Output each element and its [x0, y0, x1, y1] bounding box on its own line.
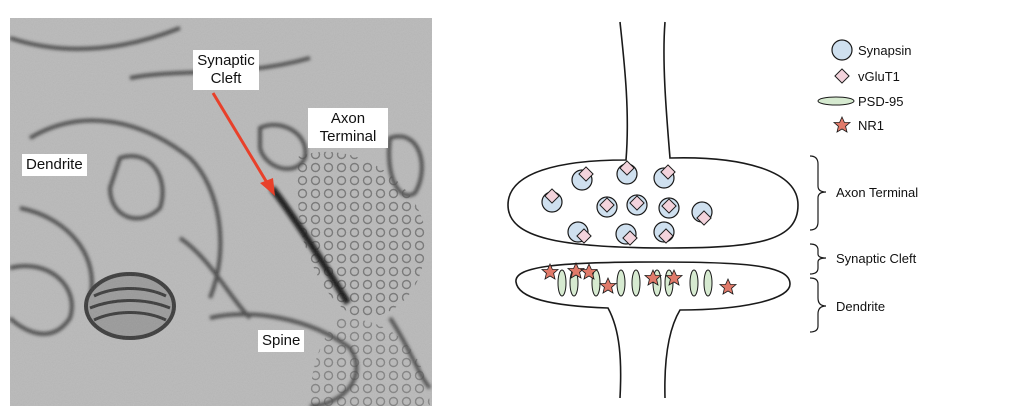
- diamond-icon: [834, 68, 850, 84]
- star-icon: [833, 116, 851, 133]
- vglut1-diamond: [619, 160, 635, 176]
- synapsin-vglut1-complex: [567, 221, 592, 244]
- synapsin-vglut1-complex: [653, 221, 675, 244]
- cleft-arrow: [211, 92, 275, 196]
- psd95-ellipse: [689, 269, 699, 297]
- synapsin-vglut1-complex: [691, 201, 713, 226]
- synapsin-vglut1-complex: [653, 164, 676, 189]
- synapsin-vglut1-complex: [571, 166, 594, 191]
- bracket-synaptic-cleft: [809, 243, 827, 275]
- synapsin-vglut1-complexes: [541, 160, 713, 246]
- nr1-star: [719, 278, 737, 295]
- legend-label-vglut1: vGluT1: [858, 69, 900, 84]
- region-label-axon-terminal: Axon Terminal: [836, 185, 918, 200]
- label-synaptic-cleft: Synaptic Cleft: [193, 50, 259, 90]
- vglut1-diamond: [696, 210, 712, 226]
- label-line: Synaptic: [197, 52, 255, 69]
- region-brackets: [809, 155, 827, 333]
- synapse-schematic: Axon Terminal Synaptic Cleft Dendrite Sy…: [507, 21, 918, 399]
- arrowhead-icon: [260, 178, 275, 196]
- ellipse-icon: [817, 96, 855, 106]
- vglut1-diamond: [658, 228, 674, 244]
- synapsin-vglut1-complex: [615, 223, 638, 246]
- arrow-line: [211, 92, 271, 187]
- vglut1-diamond: [544, 188, 560, 204]
- vglut1-diamond: [661, 198, 677, 214]
- vglut1-diamond: [629, 195, 645, 211]
- label-line: Axon: [330, 110, 366, 127]
- legend-label-synapsin: Synapsin: [858, 43, 911, 58]
- label-line: Terminal: [319, 128, 377, 145]
- legend: Synapsin vGluT1 PSD-95 NR1: [817, 39, 911, 133]
- label-spine: Spine: [258, 330, 305, 352]
- legend-label-nr1: NR1: [858, 118, 884, 133]
- axon-outline: [507, 21, 799, 249]
- electron-micrograph: Synaptic Cleft Axon Terminal Dendrite Sp…: [8, 18, 432, 408]
- synapsin-vglut1-complex: [596, 196, 618, 218]
- nr1-star: [599, 277, 617, 294]
- bracket-dendrite: [809, 277, 827, 333]
- psd95-ellipse: [631, 269, 641, 297]
- bracket-axon-terminal: [809, 155, 827, 231]
- region-label-dendrite: Dendrite: [836, 299, 885, 314]
- label-line: Cleft: [210, 70, 242, 87]
- psd95-ellipse: [591, 269, 601, 297]
- region-label-synaptic-cleft: Synaptic Cleft: [836, 251, 917, 266]
- vglut1-diamond: [660, 164, 676, 180]
- label-axon-terminal: Axon Terminal: [308, 108, 388, 148]
- synapsin-vglut1-complex: [626, 194, 648, 216]
- synapsin-vglut1-complex: [616, 160, 638, 185]
- psd95-ellipse: [557, 269, 567, 297]
- synapsin-vglut1-complex: [658, 197, 680, 219]
- psd95-ellipse: [703, 269, 713, 297]
- psd95-ellipse: [616, 269, 626, 297]
- label-dendrite: Dendrite: [22, 154, 87, 176]
- vglut1-diamond: [578, 166, 594, 182]
- psd95-nr1-proteins: [541, 262, 737, 297]
- legend-label-psd95: PSD-95: [858, 94, 904, 109]
- dendrite-outline: [515, 261, 791, 399]
- synapsin-vglut1-complex: [541, 188, 563, 213]
- vglut1-diamond: [622, 230, 638, 246]
- vglut1-diamond: [576, 228, 592, 244]
- circle-icon: [831, 39, 853, 61]
- vglut1-diamond: [599, 197, 615, 213]
